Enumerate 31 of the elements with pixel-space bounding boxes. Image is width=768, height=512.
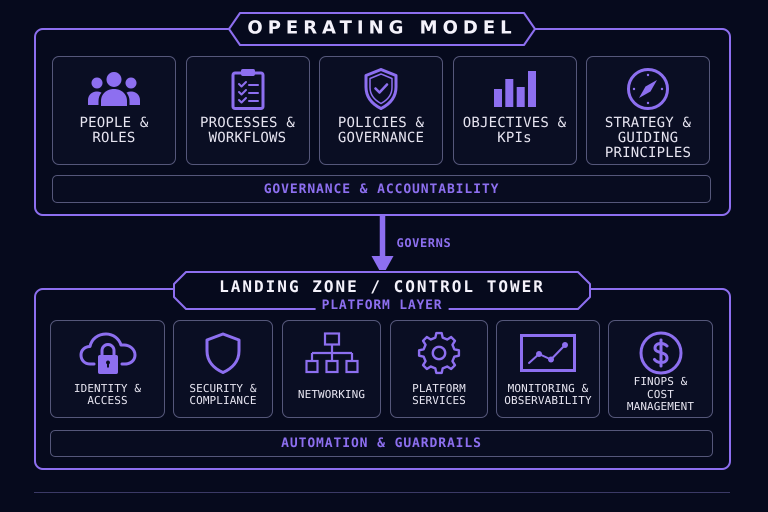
card-label: FINOPS & COST MANAGEMENT xyxy=(626,376,696,414)
section-banner xyxy=(52,175,711,203)
category-card xyxy=(52,56,176,165)
category-card xyxy=(50,320,165,418)
category-card xyxy=(586,56,710,165)
section-title: OPERATING MODEL xyxy=(247,18,517,40)
section-banner xyxy=(50,430,713,457)
banner-label: AUTOMATION & GUARDRAILS xyxy=(281,436,482,451)
category-card xyxy=(390,320,488,418)
section-title: LANDING ZONE / CONTROL TOWER xyxy=(219,278,545,296)
category-card xyxy=(496,320,600,418)
category-card xyxy=(186,56,310,165)
section-panel xyxy=(34,271,731,470)
section-panel xyxy=(34,12,731,216)
card-label: PEOPLE & ROLES xyxy=(78,116,150,146)
category-card xyxy=(319,56,443,165)
card-label: POLICIES & GOVERNANCE xyxy=(336,116,426,146)
section-subtitle: PLATFORM LAYER xyxy=(316,299,448,313)
category-card xyxy=(608,320,713,418)
card-label: PLATFORM SERVICES xyxy=(411,382,467,408)
card-label: OBJECTIVES & KPIs xyxy=(462,116,568,146)
category-card xyxy=(282,320,381,418)
card-label: IDENTITY & ACCESS xyxy=(72,382,142,408)
card-label: SECURITY & COMPLIANCE xyxy=(188,382,258,408)
category-card xyxy=(173,320,273,418)
banner-label: GOVERNANCE & ACCOUNTABILITY xyxy=(264,182,500,196)
card-label: MONITORING & OBSERVABILITY xyxy=(503,382,593,408)
card-label: NETWORKING xyxy=(298,388,366,402)
card-label: STRATEGY & GUIDING PRINCIPLES xyxy=(604,116,692,161)
card-label: PROCESSES & WORKFLOWS xyxy=(199,116,296,146)
category-card xyxy=(452,56,576,165)
